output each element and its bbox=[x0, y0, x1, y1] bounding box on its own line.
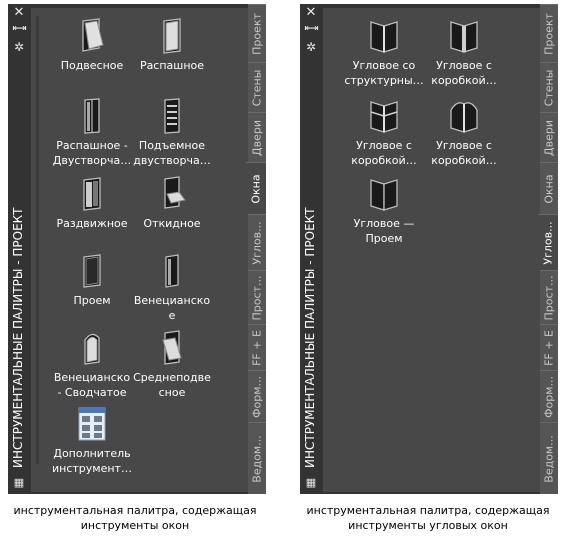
tab-ff-e[interactable]: FF + E bbox=[248, 324, 266, 370]
tool-label: Подвесное bbox=[60, 59, 124, 72]
tool-sliding-window[interactable]: Раздвижное bbox=[51, 176, 133, 231]
properties-icon[interactable]: ✲ bbox=[305, 40, 317, 54]
tab-windows[interactable]: Окна bbox=[540, 162, 558, 214]
tab-doors[interactable]: Двери bbox=[540, 112, 558, 162]
tool-opening[interactable]: Проем bbox=[51, 253, 133, 308]
tool-casement-window[interactable]: Распашное bbox=[131, 18, 213, 73]
tab-forms[interactable]: Форм... bbox=[248, 370, 266, 422]
tool-label: Венецианско - Сводчатое bbox=[53, 371, 131, 399]
tab-project[interactable]: Проект bbox=[248, 4, 266, 62]
tab-walls[interactable]: Стены bbox=[540, 62, 558, 112]
tool-label: Среднеподве сное bbox=[133, 371, 211, 399]
scrollbar[interactable] bbox=[36, 16, 39, 464]
tool-venetian-arched-window[interactable]: Венецианско - Сводчатое bbox=[51, 330, 133, 400]
tab-corner-windows[interactable]: Углов... bbox=[248, 214, 266, 270]
tab-windows[interactable]: Окна bbox=[246, 162, 266, 214]
opening-icon bbox=[83, 254, 101, 288]
venetian-window-icon bbox=[165, 254, 179, 288]
properties-icon[interactable]: ✲ bbox=[13, 40, 25, 54]
corner-window-frame-mullion-icon bbox=[370, 101, 398, 133]
palette-title[interactable]: ИНСТРУМЕНТАЛЬНЫЕ ПАЛИТРЫ - ПРОЕКТ bbox=[303, 207, 317, 468]
tool-awning-window[interactable]: Подвесное bbox=[51, 18, 133, 73]
tab-ff-e[interactable]: FF + E bbox=[540, 324, 558, 370]
caption-windows-palette: инструментальная палитра, содержащая инс… bbox=[13, 504, 257, 532]
autohide-icon[interactable]: ⇤⇥ bbox=[12, 24, 26, 34]
tab-walls[interactable]: Стены bbox=[248, 62, 266, 112]
tool-label: Угловое со структурны… bbox=[344, 59, 424, 87]
palette-title[interactable]: ИНСТРУМЕНТАЛЬНЫЕ ПАЛИТРЫ - ПРОЕКТ bbox=[11, 207, 25, 468]
tool-corner-window-frame-mullion[interactable]: Угловое с коробкой… bbox=[343, 98, 425, 168]
tool-label: Проем bbox=[73, 294, 111, 307]
double-casement-window-icon bbox=[84, 98, 100, 134]
tool-pivot-window[interactable]: Среднеподве сное bbox=[131, 330, 213, 400]
tool-label: Угловое — Проем bbox=[353, 217, 415, 245]
tool-label: Угловое с коробкой… bbox=[351, 139, 417, 167]
palette-content: Подвесное Распашное Распашное - Двуствор… bbox=[31, 8, 248, 492]
tool-label: Угловое с коробкой… bbox=[431, 139, 497, 167]
sliding-window-icon bbox=[83, 177, 101, 211]
tool-label: Подъемное двустворча… bbox=[133, 139, 211, 167]
palette-control-strip: ✕ ⇤⇥ ✲ ИНСТРУМЕНТАЛЬНЫЕ ПАЛИТРЫ - ПРОЕКТ… bbox=[300, 4, 322, 494]
tool-corner-opening[interactable]: Угловое — Проем bbox=[343, 176, 425, 246]
tool-palette-windows: ✕ ⇤⇥ ✲ ИНСТРУМЕНТАЛЬНЫЕ ПАЛИТРЫ - ПРОЕКТ… bbox=[8, 4, 266, 494]
tab-doors[interactable]: Двери bbox=[248, 112, 266, 162]
tool-double-hung-window[interactable]: Подъемное двустворча… bbox=[131, 98, 213, 168]
tool-label: Распашное - Двустворча… bbox=[52, 139, 132, 167]
tool-label: Распашное bbox=[139, 59, 205, 72]
corner-window-structure-icon bbox=[370, 21, 398, 53]
hopper-window-icon bbox=[164, 176, 186, 209]
tab-corner-windows[interactable]: Углов... bbox=[538, 214, 558, 270]
palette-menu-icon[interactable]: ▦ bbox=[13, 476, 25, 489]
tab-project[interactable]: Проект bbox=[540, 4, 558, 62]
autohide-icon[interactable]: ⇤⇥ bbox=[304, 24, 318, 34]
pivot-window-icon bbox=[162, 330, 182, 365]
tab-spaces[interactable]: Прост... bbox=[540, 270, 558, 324]
tool-hopper-window[interactable]: Откидное bbox=[131, 176, 213, 231]
close-icon[interactable]: ✕ bbox=[13, 5, 25, 20]
venetian-arched-window-icon bbox=[84, 333, 100, 365]
tool-corner-window-structure[interactable]: Угловое со структурны… bbox=[343, 18, 425, 88]
tool-corner-window-frame[interactable]: Угловое с коробкой… bbox=[423, 18, 505, 88]
palette-tabs: Проект Стены Двери Окна Углов... Прост..… bbox=[538, 4, 558, 494]
caption-corner-windows-palette: инструментальная палитра, содержащая инс… bbox=[306, 504, 550, 532]
tab-forms[interactable]: Форм... bbox=[540, 370, 558, 422]
casement-window-icon bbox=[163, 18, 181, 54]
tab-schedules[interactable]: Ведом... bbox=[248, 422, 266, 494]
tab-schedules[interactable]: Ведом... bbox=[540, 422, 558, 494]
tool-label: Раздвижное bbox=[56, 217, 128, 230]
tab-spaces[interactable]: Прост... bbox=[248, 270, 266, 324]
palette-control-strip: ✕ ⇤⇥ ✲ ИНСТРУМЕНТАЛЬНЫЕ ПАЛИТРЫ - ПРОЕКТ… bbox=[8, 4, 30, 494]
tool-palette-corner-windows: ✕ ⇤⇥ ✲ ИНСТРУМЕНТАЛЬНЫЕ ПАЛИТРЫ - ПРОЕКТ… bbox=[300, 4, 558, 494]
palette-menu-icon[interactable]: ▦ bbox=[305, 476, 317, 489]
tool-additional-tools[interactable]: Дополнитель инструмент… bbox=[51, 406, 133, 476]
tool-double-casement-window[interactable]: Распашное - Двустворча… bbox=[51, 98, 133, 168]
palette-tabs: Проект Стены Двери Окна Углов... Прост..… bbox=[246, 4, 266, 494]
close-icon[interactable]: ✕ bbox=[305, 5, 317, 20]
awning-window-icon bbox=[82, 18, 104, 52]
tool-label: Откидное bbox=[143, 217, 201, 230]
double-hung-window-icon bbox=[164, 98, 180, 134]
palette-content: Угловое со структурны… Угловое с коробко… bbox=[323, 8, 540, 492]
corner-opening-icon bbox=[370, 179, 398, 211]
additional-tools-icon bbox=[78, 407, 106, 441]
corner-window-frame-icon bbox=[450, 21, 478, 53]
tool-venetian-window[interactable]: Венецианско е bbox=[131, 253, 213, 323]
tool-corner-window-frame-arched[interactable]: Угловое с коробкой… bbox=[423, 98, 505, 168]
tool-label: Венецианско е bbox=[133, 294, 211, 322]
tool-label: Дополнитель инструмент… bbox=[52, 447, 132, 475]
corner-window-frame-arched-icon bbox=[450, 102, 478, 133]
tool-label: Угловое с коробкой… bbox=[431, 59, 497, 87]
